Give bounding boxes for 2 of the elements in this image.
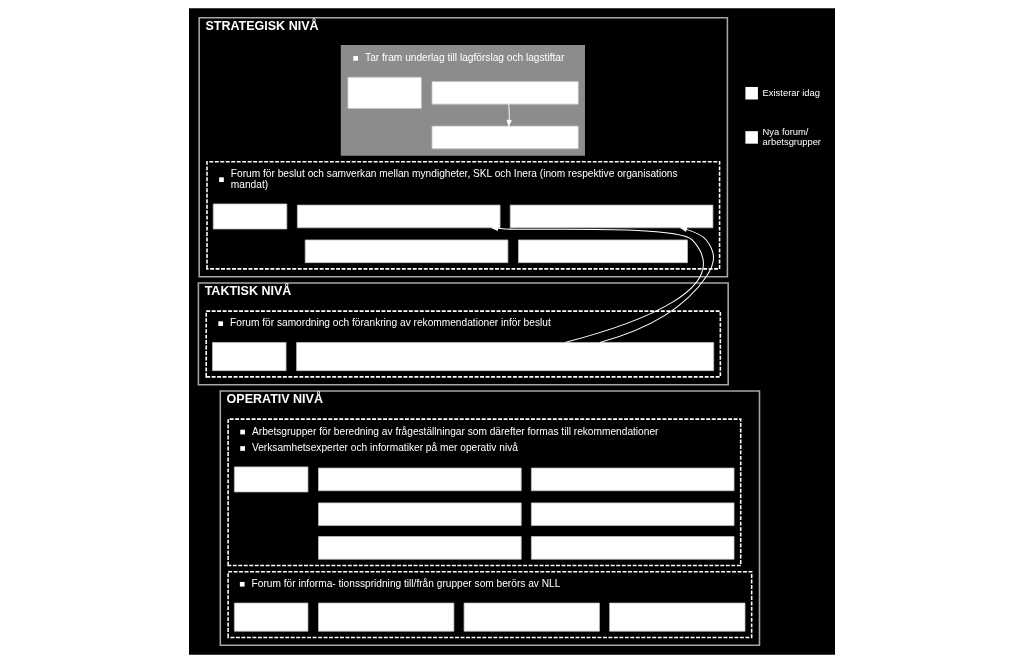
legend-label: Nya forum/ arbetsgrupper — [762, 125, 821, 147]
legend-label: Existerar idag — [762, 86, 820, 98]
